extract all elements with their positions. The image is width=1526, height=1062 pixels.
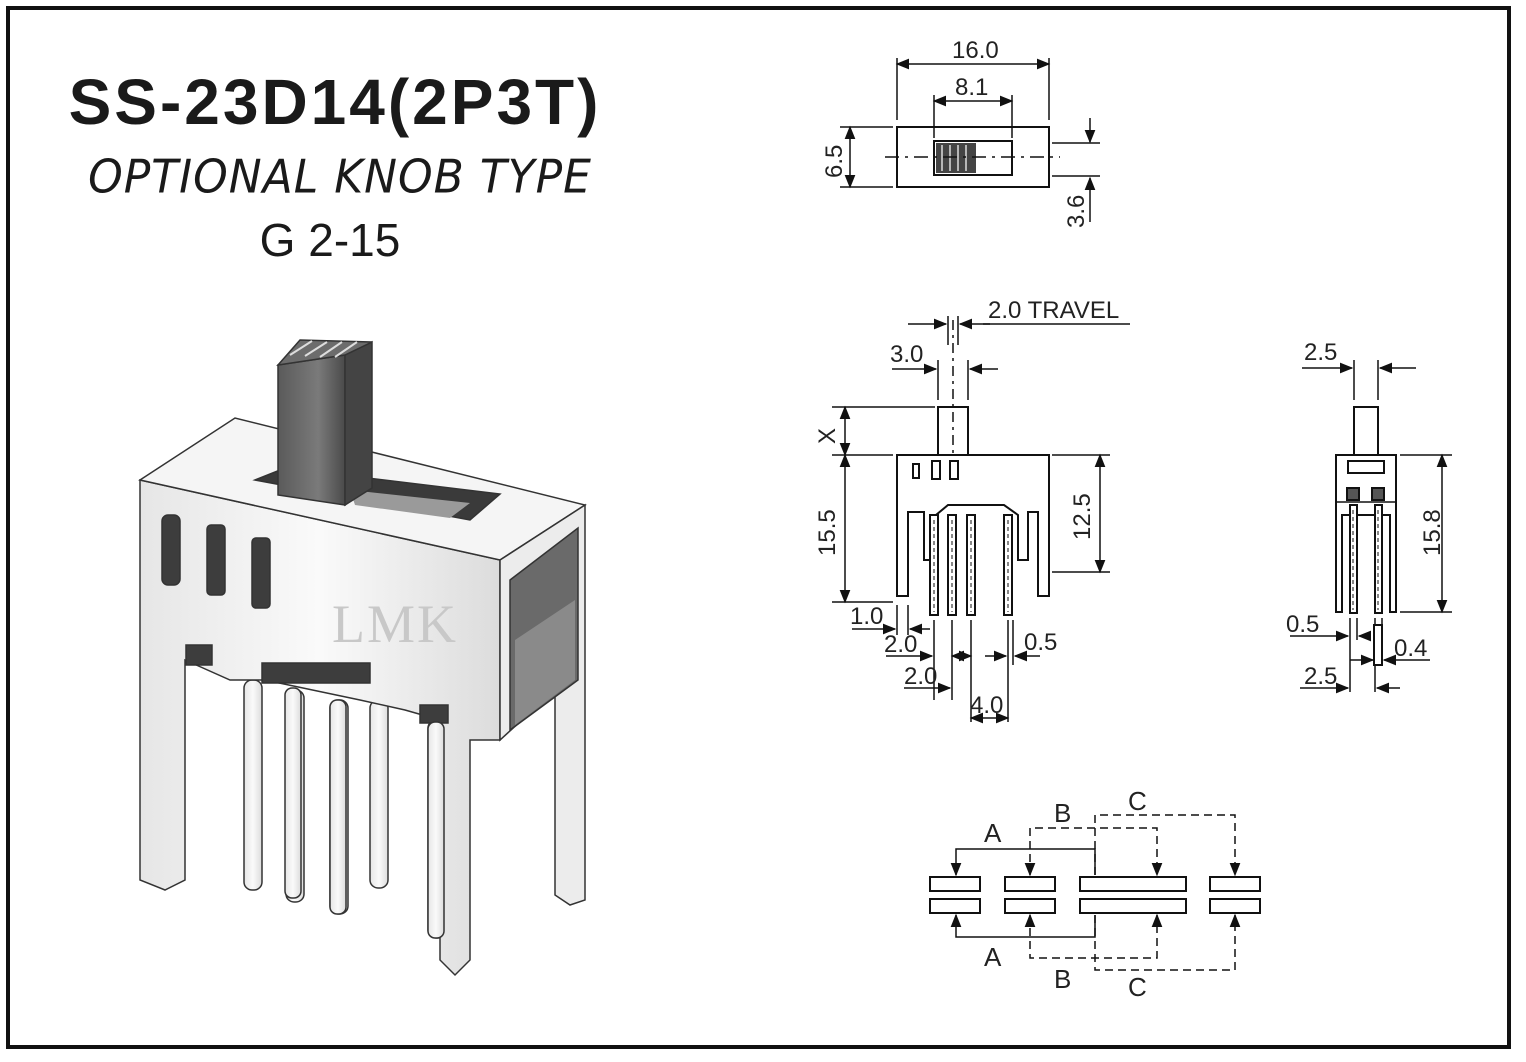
sheet-border (6, 6, 1511, 1049)
vent-3 (251, 537, 271, 609)
dim-knob-height: X (814, 428, 841, 444)
dim-overall-width: 16.0 (952, 37, 999, 64)
dim-knob-width: 3.0 (890, 341, 923, 368)
dim-side-pin-width: 0.5 (1286, 611, 1319, 638)
knob-side (344, 340, 373, 507)
dim-side-knob-width: 2.5 (1304, 339, 1337, 366)
dim-knob-offset: 3.6 (1063, 195, 1090, 228)
schematic-label-c-top: C (1128, 786, 1147, 816)
dim-side-height: 15.8 (1419, 509, 1446, 556)
product-code: G 2-15 (259, 214, 401, 266)
dim-travel: 2.0 TRAVEL (988, 297, 1119, 324)
dim-side-pin-thickness: 0.4 (1394, 635, 1427, 662)
subtitle: OPTIONAL KNOB TYPE (88, 150, 592, 205)
dim-slot-width: 8.1 (955, 74, 988, 101)
switch-schematic (929, 814, 1261, 971)
front-pins (284, 687, 445, 939)
dim-side-pin-pitch: 2.5 (1304, 663, 1337, 690)
dim-pin-height: 12.5 (1069, 493, 1096, 540)
knob-front (277, 354, 346, 506)
title-block: SS-23D14(2P3T) OPTIONAL KNOB TYPE G 2-15 (20, 62, 660, 268)
schematic-label-b-top: B (1054, 798, 1071, 828)
dim-pitch-a: 2.0 (884, 631, 917, 658)
schematic-label-b-bottom: B (1054, 964, 1071, 994)
dim-top-height: 6.5 (821, 145, 848, 178)
dim-pin-thickness: 0.5 (1024, 629, 1057, 656)
vent-2 (206, 524, 226, 596)
dim-pitch-b: 2.0 (904, 663, 937, 690)
dim-overall-height: 15.5 (814, 509, 841, 556)
schematic-label-a-bottom: A (984, 942, 1002, 972)
shell-front (139, 479, 501, 977)
dim-pitch-c: 4.0 (970, 692, 1003, 719)
product-illustration: LMK (138, 339, 587, 977)
schematic-label-c-bottom: C (1128, 972, 1147, 1002)
vent-1 (161, 514, 181, 586)
top-view (840, 58, 1100, 222)
brand-mark: LMK (332, 594, 458, 654)
schematic-label-a-top: A (984, 818, 1002, 848)
front-view (832, 316, 1130, 724)
dim-pin-width: 1.0 (850, 603, 883, 630)
model-title: SS-23D14(2P3T) (68, 66, 602, 138)
side-view (1290, 360, 1452, 694)
